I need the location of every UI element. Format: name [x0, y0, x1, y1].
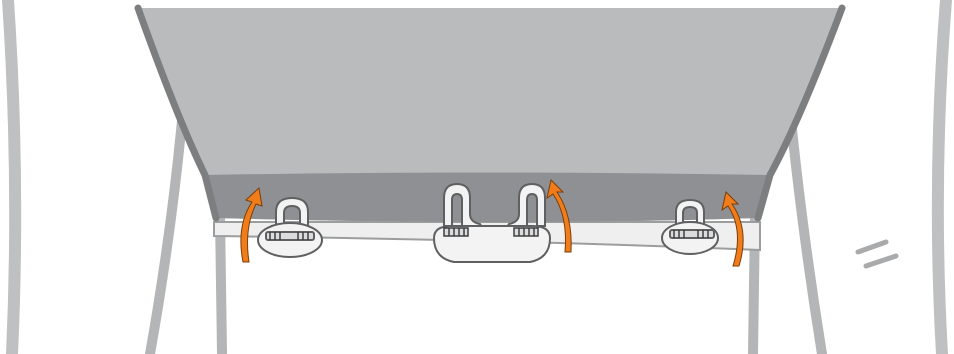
rotate-up-arrow-icon: [721, 191, 744, 267]
rotate-up-arrow-icon: [546, 179, 572, 253]
motion-marks: [855, 239, 899, 269]
motion-mark-1: [855, 239, 889, 255]
left-outer-frame: [2, 0, 22, 354]
center-clip-left-ratchet: [443, 227, 469, 237]
seat-clip-icon: [257, 196, 323, 258]
left-clip-teeth: [269, 232, 309, 240]
center-clip-left-hook: [443, 182, 486, 231]
seat-back: [138, 8, 842, 222]
left-back-leg: [145, 105, 188, 354]
rotate-up-arrow-icon: [240, 187, 263, 263]
seat-back-lower-band: [205, 172, 770, 222]
seat-clip-icon: [661, 198, 719, 255]
left-front-leg: [215, 210, 227, 354]
center-clip-right-ratchet: [513, 227, 539, 237]
center-clip-right-hook: [503, 182, 546, 231]
right-back-leg: [785, 105, 827, 354]
seat-back-outline: [134, 4, 846, 222]
rotate-up-arrow-icons: [240, 179, 744, 267]
motion-mark-2: [863, 253, 899, 269]
center-clip-teeth: [443, 227, 539, 237]
right-clip-teeth: [673, 230, 709, 238]
right-outer-frame: [931, 0, 952, 354]
double-hook-clip-icon: [432, 182, 552, 263]
left-clip-ratchet: [265, 231, 315, 241]
